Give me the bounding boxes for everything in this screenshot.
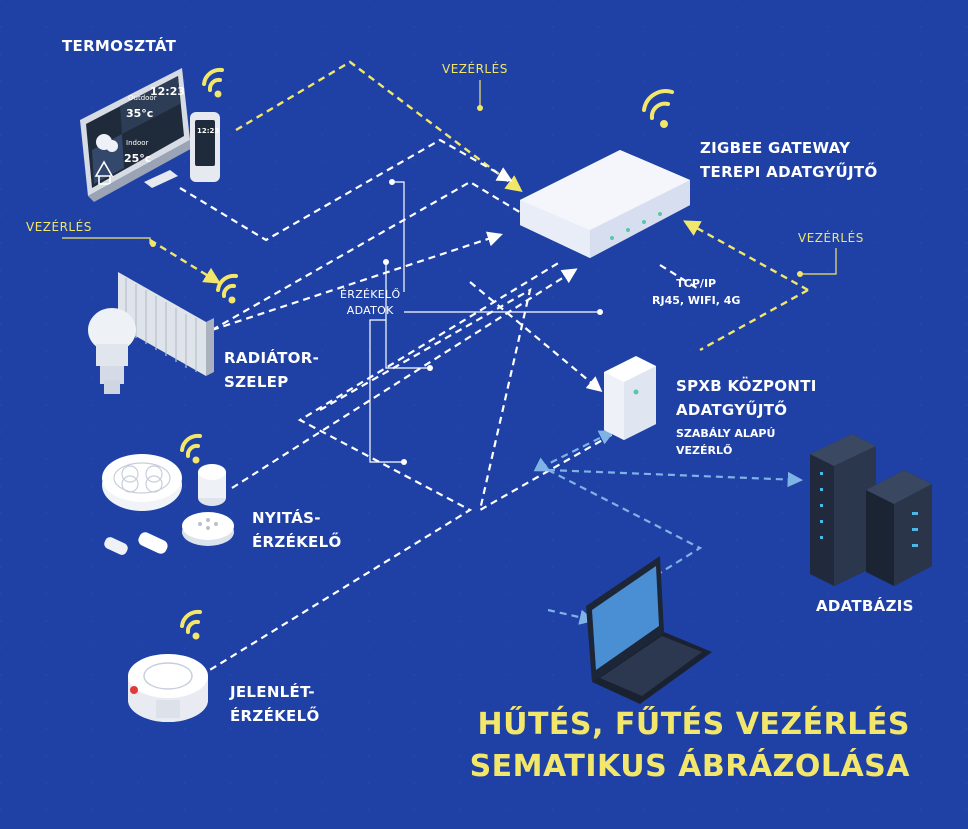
sensor-label-leaders — [369, 181, 600, 463]
control-label-leaders — [62, 80, 837, 275]
remote-control — [144, 170, 178, 188]
wifi-icon-thermostat — [202, 67, 224, 98]
diagram-title-line1: HŰTÉS, FŰTÉS VEZÉRLÉS — [477, 707, 910, 742]
wifi-icon-radiator — [216, 273, 238, 304]
control-label-left: VEZÉRLÉS — [26, 220, 92, 234]
opening-sensor-label: NYITÁS- ÉRZÉKELŐ — [252, 506, 342, 554]
outdoor-label: Outdoor — [128, 94, 157, 102]
home-icon — [94, 160, 114, 185]
wifi-icon-gateway — [642, 89, 674, 128]
indoor-label: Indoor — [126, 139, 149, 147]
presence-sensor-label: JELENLÉT- ÉRZÉKELŐ — [230, 680, 320, 728]
database-label: ADATBÁZIS — [816, 597, 914, 615]
spxb-sublabel: SZABÁLY ALAPÚ VEZÉRLŐ — [676, 425, 775, 459]
presence-sensor-device — [128, 654, 208, 722]
opening-sensor-device — [102, 454, 234, 555]
tcpip-label: TCP/IP RJ45, WIFI, 4G — [652, 275, 740, 309]
control-label-top: VEZÉRLÉS — [442, 62, 508, 76]
outdoor-temp: 35°c — [126, 107, 153, 120]
zigbee-gateway-device — [520, 150, 690, 258]
thermostat-label: TERMOSZTÁT — [62, 37, 177, 55]
indicator-led — [130, 686, 138, 694]
control-lines — [149, 60, 809, 352]
radiator-label-line1: RADIÁTOR- — [224, 349, 320, 367]
presence-sensor-label-line1: JELENLÉT- — [230, 683, 315, 701]
spxb-collector-device — [604, 356, 656, 440]
radiator-device — [88, 272, 214, 394]
wifi-icon-presence — [180, 609, 202, 640]
gateway-label-line1: ZIGBEE GATEWAY — [700, 139, 851, 157]
control-dots — [150, 105, 803, 277]
opening-sensor-label-line1: NYITÁS- — [252, 509, 321, 527]
spxb-label-line2: ADATGYŰJTŐ — [676, 401, 788, 419]
spxb-label: SPXB KÖZPONTI ADATGYŰJTŐ — [676, 374, 817, 422]
presence-sensor-label-line2: ÉRZÉKELŐ — [230, 707, 320, 725]
small-clock-text: 12:23 — [197, 127, 219, 135]
clock-text: 12:23 — [150, 85, 185, 98]
spxb-label-line1: SPXB KÖZPONTI — [676, 377, 817, 395]
network-lines — [533, 430, 804, 625]
diagram-title-line2: SEMATIKUS ÁBRÁZOLÁSA — [469, 749, 910, 784]
data-lines — [179, 138, 701, 677]
database-servers — [810, 434, 932, 586]
diagram-title: HŰTÉS, FŰTÉS VEZÉRLÉS SEMATIKUS ÁBRÁZOLÁ… — [470, 704, 910, 788]
laptop-device — [586, 556, 712, 704]
spxb-sublabel-line1: SZABÁLY ALAPÚ — [676, 427, 776, 440]
sensor-data-label: ÉRZÉKELŐ ADATOK — [340, 287, 400, 319]
radiator-valve — [88, 308, 136, 352]
gateway-label-line2: TEREPI ADATGYŰJTŐ — [700, 163, 878, 181]
wifi-icons — [180, 67, 674, 640]
sensor-leader-dots — [383, 179, 603, 465]
sensor-data-label-line2: ADATOK — [346, 304, 394, 317]
tcpip-label-line2: RJ45, WIFI, 4G — [652, 294, 741, 307]
thermostat-device: Outdoor 35°c 12:23 Indoor 25°c 12:23 — [80, 68, 220, 202]
gateway-label: ZIGBEE GATEWAY TEREPI ADATGYŰJTŐ — [700, 136, 878, 184]
spxb-sublabel-line2: VEZÉRLŐ — [676, 444, 733, 457]
wifi-icon-opening — [180, 433, 202, 464]
radiator-label-line2: SZELEP — [224, 373, 289, 391]
tcpip-label-line1: TCP/IP — [676, 277, 717, 290]
sensor-data-label-line1: ÉRZÉKELŐ — [340, 288, 401, 301]
indoor-temp: 25°c — [124, 152, 151, 165]
opening-sensor-label-line2: ÉRZÉKELŐ — [252, 533, 342, 551]
control-label-right: VEZÉRLÉS — [798, 231, 864, 245]
radiator-label: RADIÁTOR- SZELEP — [224, 346, 319, 394]
